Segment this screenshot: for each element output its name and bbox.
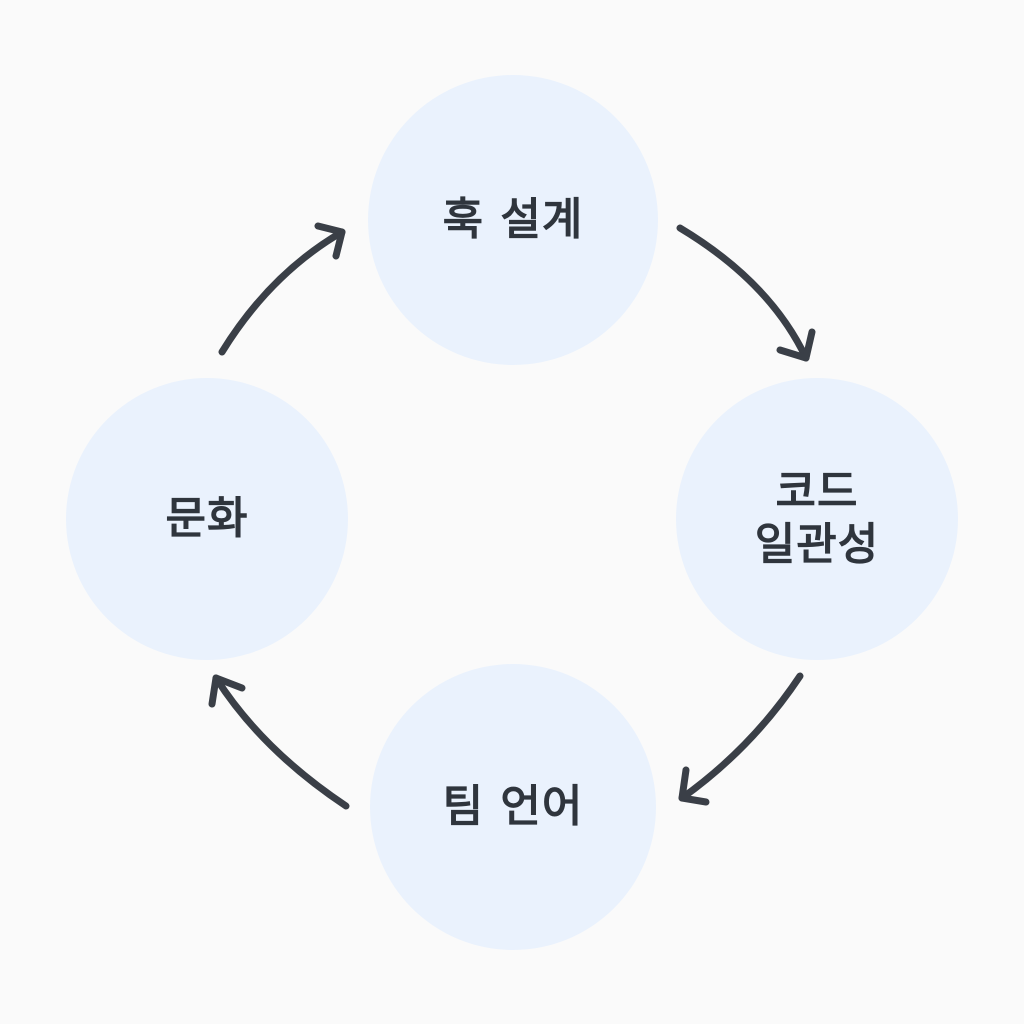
arrow-bottom-to-left	[208, 674, 350, 810]
node-team-language: 팀 언어	[370, 664, 656, 950]
node-hook-design: 훅 설계	[368, 75, 658, 365]
node-label: 문화	[165, 492, 249, 544]
node-culture: 문화	[66, 378, 348, 660]
node-label-line-1: 코드	[775, 466, 859, 518]
node-code-consistency: 코드 일관성	[676, 378, 958, 660]
arrow-left-to-top	[218, 222, 346, 356]
arrow-right-to-bottom	[678, 672, 804, 806]
node-label: 훅 설계	[442, 193, 584, 245]
node-label-line-2: 일관성	[754, 519, 880, 570]
arrow-top-to-right	[676, 224, 816, 362]
node-label: 팀 언어	[442, 780, 584, 832]
